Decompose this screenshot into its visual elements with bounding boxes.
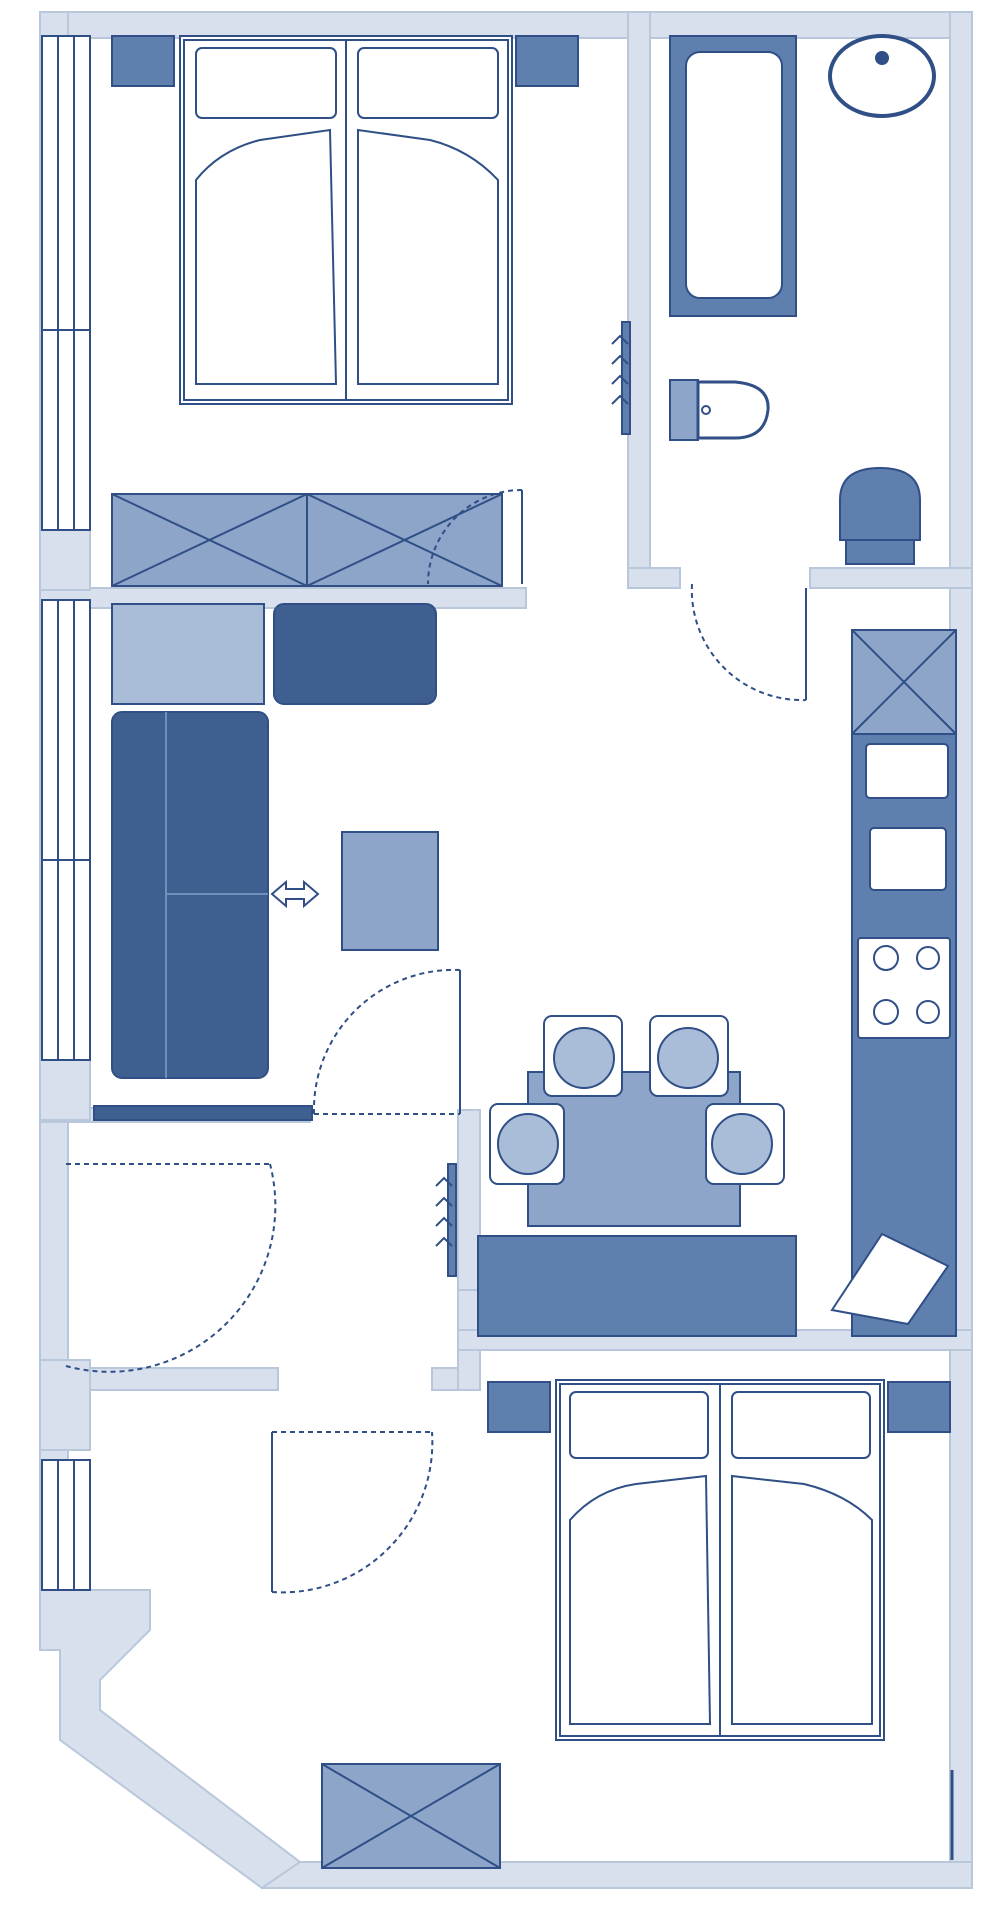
door-swing — [312, 968, 461, 1115]
walls — [39, 11, 973, 1890]
wardrobe — [321, 1763, 501, 1869]
pillow — [731, 1391, 871, 1459]
bench — [477, 1235, 797, 1337]
wall-bathroom-bottom-right — [809, 567, 973, 589]
wall-pier-2 — [39, 1059, 91, 1121]
window-3 — [41, 1459, 91, 1591]
wall-bathroom-left — [627, 11, 651, 583]
radiator — [93, 1105, 313, 1121]
bathtub — [669, 35, 797, 317]
wall-bathroom-bottom — [627, 567, 681, 589]
coffee-table — [341, 831, 439, 951]
nightstand-left — [111, 35, 175, 87]
double-bed — [555, 1379, 885, 1741]
entrance-door — [65, 1163, 277, 1373]
side-table — [111, 603, 265, 705]
bedroom-1 — [111, 35, 579, 587]
door-swing — [271, 1431, 434, 1594]
wall-outer-top — [39, 11, 971, 39]
cooktop — [857, 937, 951, 1039]
nightstand-right — [887, 1381, 951, 1433]
window-1 — [41, 35, 91, 531]
radiator — [435, 1163, 457, 1277]
windows — [41, 35, 91, 1591]
door-swing — [427, 489, 523, 585]
door-swing — [690, 583, 807, 702]
pillow — [569, 1391, 709, 1459]
hallway — [65, 1163, 434, 1594]
duvet — [195, 128, 338, 385]
bathroom — [611, 34, 936, 702]
wardrobe — [111, 493, 503, 587]
chair — [489, 1015, 785, 1185]
pillow — [195, 47, 337, 119]
dishwasher — [830, 1232, 950, 1326]
duvet — [731, 1474, 873, 1725]
living-kitchen — [93, 603, 957, 1337]
arrow-icon — [270, 879, 320, 909]
kitchen-counter — [830, 629, 957, 1337]
wall-pier-3 — [39, 1359, 91, 1451]
washbasin — [828, 34, 936, 118]
double-bed — [179, 35, 513, 405]
bidet — [669, 379, 770, 441]
wall-diagonal — [39, 1589, 302, 1890]
nightstand-right — [515, 35, 579, 87]
armchair — [273, 603, 437, 705]
duvet — [569, 1474, 712, 1725]
duvet — [357, 128, 499, 385]
wall-pier-1 — [39, 529, 91, 591]
towel-radiator — [611, 321, 631, 435]
sink — [865, 743, 949, 891]
wall-hall-right — [457, 1109, 481, 1291]
corner-sofa — [111, 711, 269, 1079]
toilet — [839, 466, 921, 565]
window-2 — [41, 599, 91, 1061]
pillow — [357, 47, 499, 119]
fridge — [851, 629, 957, 735]
bedroom-2 — [321, 1379, 954, 1869]
nightstand-left — [487, 1381, 551, 1433]
